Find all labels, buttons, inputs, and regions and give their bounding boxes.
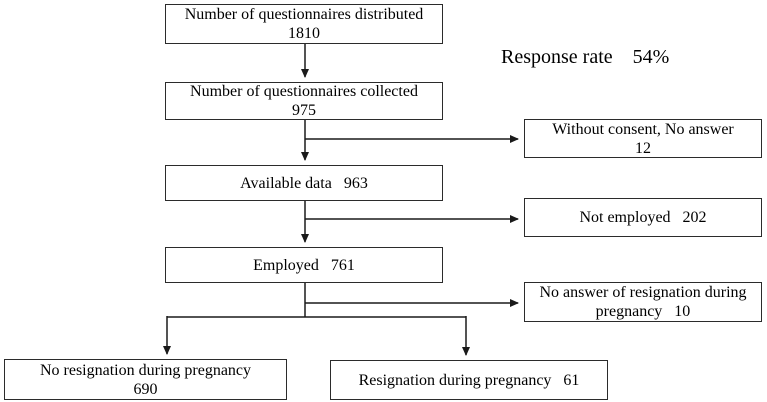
box-text: Not employed 202 <box>579 209 707 226</box>
box-text: No resignation during pregnancy <box>39 361 252 379</box>
box-questionnaires-collected: Number of questionnaires collected 975 <box>165 82 443 120</box>
box-not-employed: Not employed 202 <box>524 198 762 237</box>
response-rate-label: Response rate 54% <box>501 46 670 68</box>
box-text: Number of questionnaires collected <box>190 83 418 100</box>
box-value: 690 <box>133 380 158 398</box>
box-text: Number of questionnaires distributed <box>184 6 424 23</box>
box-questionnaires-distributed: Number of questionnaires distributed 181… <box>165 4 443 44</box>
box-text: No answer of resignation during <box>539 284 747 301</box>
box-value: 1810 <box>288 25 320 42</box>
box-employed: Employed 761 <box>165 247 443 283</box>
box-text: Without consent, No answer <box>552 120 734 138</box>
box-value: 975 <box>292 102 316 119</box>
box-without-consent: Without consent, No answer 12 <box>524 119 762 158</box>
box-value: pregnancy 10 <box>595 303 691 320</box>
box-text: Available data 963 <box>240 174 368 192</box>
box-value: 12 <box>635 139 651 157</box>
box-text: Employed 761 <box>253 256 355 274</box>
box-no-answer-resignation: No answer of resignation during pregnanc… <box>524 282 762 322</box>
box-text: Resignation during pregnancy 61 <box>358 371 580 389</box>
box-no-resignation-during-pregnancy: No resignation during pregnancy 690 <box>4 359 287 400</box>
box-resignation-during-pregnancy: Resignation during pregnancy 61 <box>330 360 608 400</box>
box-available-data: Available data 963 <box>165 165 443 201</box>
